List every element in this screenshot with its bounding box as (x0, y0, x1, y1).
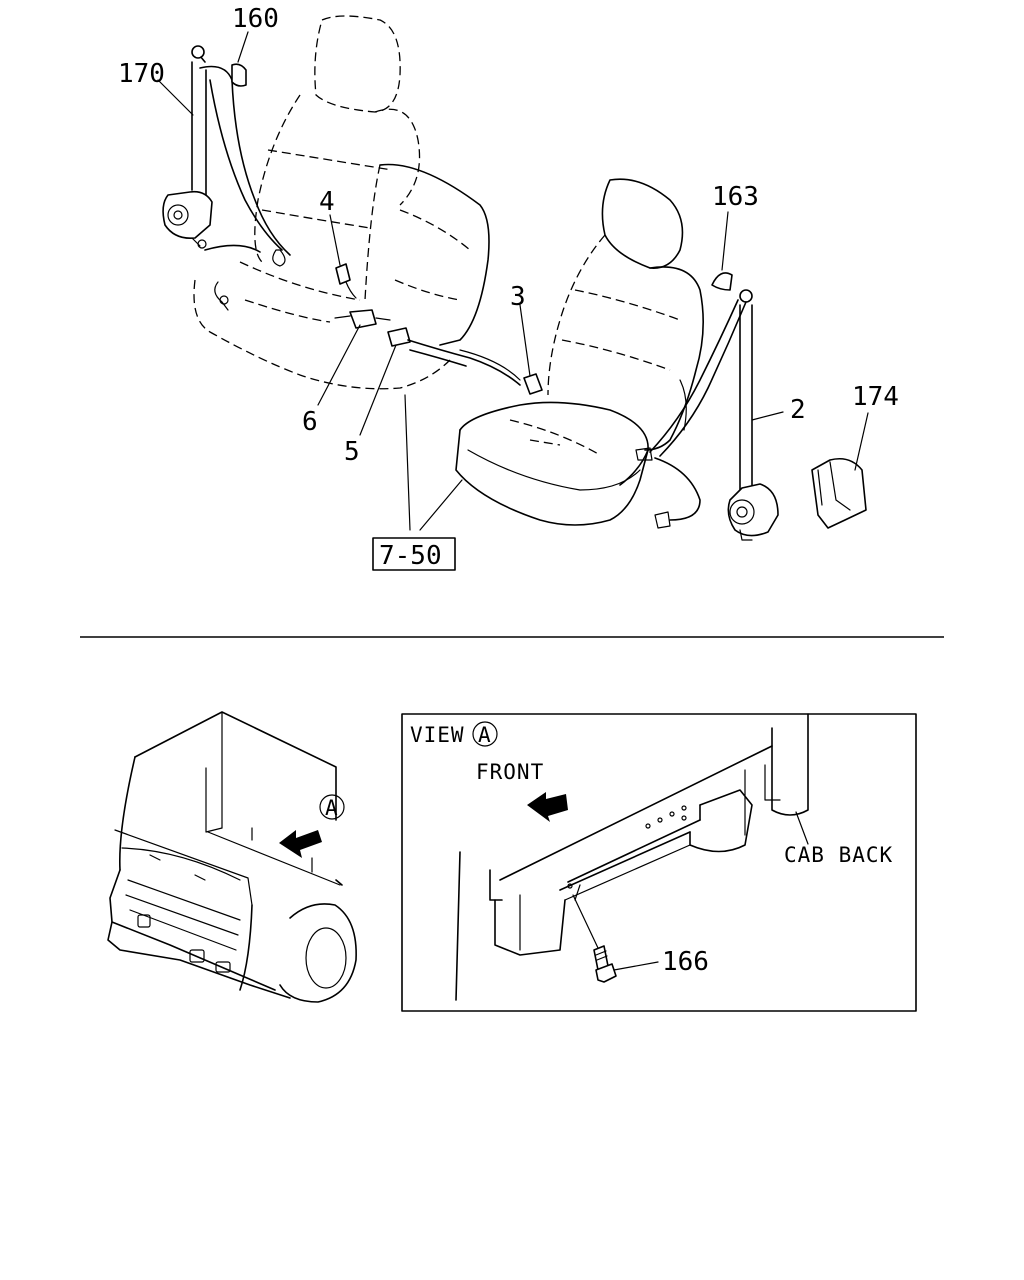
callout-2: 2 (790, 395, 806, 425)
callout-6: 6 (302, 407, 318, 437)
buckle-5 (387, 327, 521, 386)
callout-166: 166 (662, 947, 709, 977)
leader-lines (157, 31, 869, 531)
callout-3: 3 (510, 282, 526, 312)
buckle-4 (335, 263, 357, 299)
driver-seat (193, 15, 451, 390)
callout-160: 160 (232, 4, 279, 34)
view-marker-circle (472, 721, 498, 747)
cover-160 (231, 63, 247, 87)
view-title: VIEW (410, 723, 465, 747)
belt-webbing-passenger (635, 299, 747, 529)
cover-174 (811, 457, 867, 529)
leader-cab-back (795, 811, 809, 845)
cab-back-label: CAB BACK (784, 843, 893, 867)
retractor-2 (727, 289, 779, 541)
front-label: FRONT (476, 760, 544, 784)
view-marker-label: A (478, 723, 492, 747)
truck-marker-circle (319, 794, 345, 820)
callout-170: 170 (118, 59, 165, 89)
cab-structure (455, 713, 809, 1001)
cover-163 (711, 272, 733, 291)
belt-webbing-driver (199, 65, 291, 311)
callout-5: 5 (344, 437, 360, 467)
callout-4: 4 (319, 187, 335, 217)
retractor-170 (162, 45, 213, 249)
view-arrow-icon (279, 830, 322, 858)
passenger-seat (455, 178, 704, 526)
leader-166 (613, 961, 659, 971)
buckle-3 (459, 349, 543, 395)
front-arrow-icon (527, 792, 568, 822)
callout-174: 174 (852, 382, 899, 412)
reference-box (372, 537, 456, 571)
reference-label: 7-50 (379, 541, 442, 571)
buckle-6 (334, 309, 391, 329)
bolt-166 (572, 894, 617, 983)
center-seat (364, 163, 490, 346)
view-frame (401, 713, 917, 1012)
callout-163: 163 (712, 182, 759, 212)
truck-cab (107, 711, 357, 1003)
truck-marker-label: A (325, 796, 339, 820)
